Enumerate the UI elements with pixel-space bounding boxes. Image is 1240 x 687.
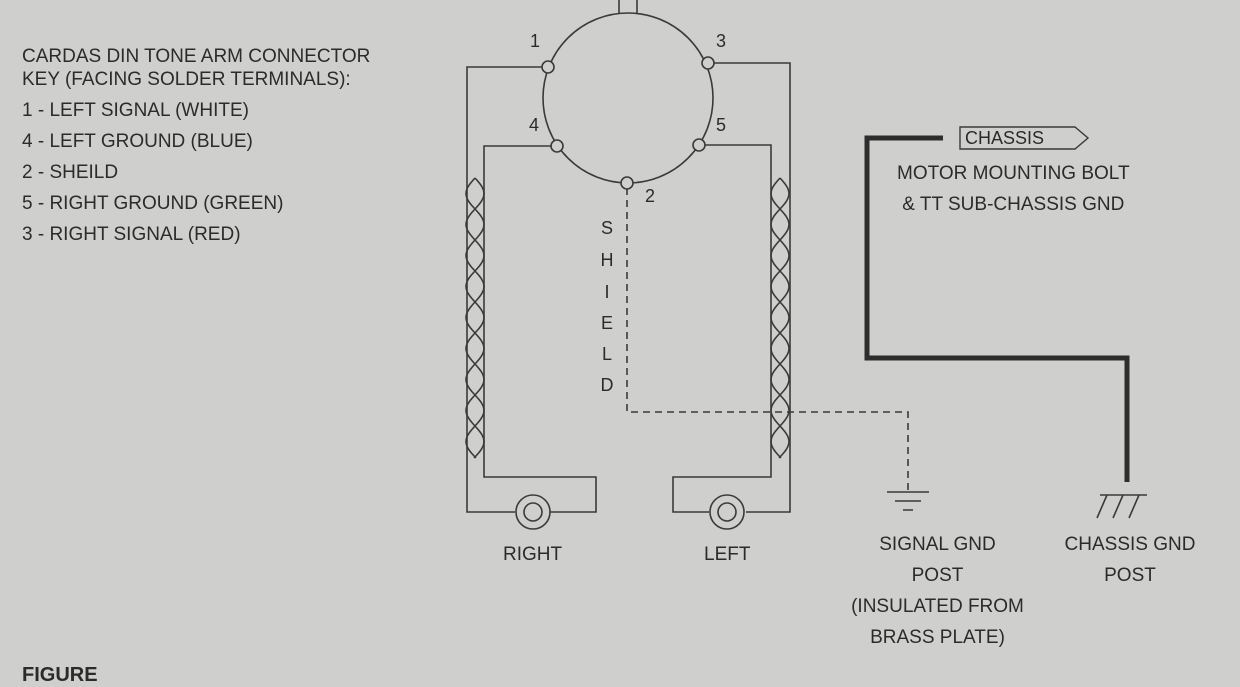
signal-gnd-line-4: BRASS PLATE) xyxy=(870,627,1005,648)
pin-4-label: 4 xyxy=(529,115,540,135)
key-line-2: KEY (FACING SOLDER TERMINALS): xyxy=(22,69,351,90)
signal-gnd-line-2: POST xyxy=(911,565,964,586)
key-line-6: 5 - RIGHT GROUND (GREEN) xyxy=(22,193,284,214)
pin-2-terminal xyxy=(620,176,634,190)
motor-label-line-1: MOTOR MOUNTING BOLT xyxy=(897,163,1130,184)
right-jack-label: RIGHT xyxy=(503,544,563,565)
lead-pin5-right-ground xyxy=(672,144,772,513)
shield-letter-s: S xyxy=(600,218,613,238)
signal-ground-symbol xyxy=(887,491,929,511)
chassis-tag-outline xyxy=(959,126,1090,150)
chassis-gnd-line-1: CHASSIS GND xyxy=(1064,534,1196,555)
twist-left-b xyxy=(465,177,485,459)
pin-5-terminal xyxy=(692,138,706,152)
right-jack-outer xyxy=(515,494,551,530)
key-line-3: 1 - LEFT SIGNAL (WHITE) xyxy=(22,100,249,121)
lead-pin3-right-signal xyxy=(708,62,791,513)
shield-drain-wire xyxy=(626,188,909,490)
pin-3-label: 3 xyxy=(716,31,727,51)
key-line-5: 2 - SHEILD xyxy=(22,162,119,183)
connector-cable-stub xyxy=(618,0,638,13)
motor-mount-label: MOTOR MOUNTING BOLT & TT SUB-CHASSIS GND xyxy=(897,162,1130,216)
twist-left-a xyxy=(465,177,485,459)
shield-letter-l: L xyxy=(601,344,612,364)
chassis-gnd-line-2: POST xyxy=(1104,565,1156,586)
shield-letter-h: H xyxy=(600,250,614,270)
key-line-1: CARDAS DIN TONE ARM CONNECTOR xyxy=(22,46,371,67)
pin-4-terminal xyxy=(550,139,564,153)
shield-letter-i: I xyxy=(604,282,610,302)
twist-right-a xyxy=(770,177,790,459)
pin-3-terminal xyxy=(701,56,715,70)
shield-letter-e: E xyxy=(600,313,613,333)
chassis-tag-label: CHASSIS xyxy=(965,128,1045,148)
signal-gnd-line-1: SIGNAL GND xyxy=(879,534,996,555)
key-line-7: 3 - RIGHT SIGNAL (RED) xyxy=(22,224,241,245)
left-jack-outer xyxy=(709,494,745,530)
figure-caption: FIGURE xyxy=(22,664,98,686)
chassis-gnd-label: CHASSIS GND POST xyxy=(1040,533,1220,587)
signal-gnd-label: SIGNAL GND POST (INSULATED FROM BRASS PL… xyxy=(830,533,1045,649)
signal-gnd-line-3: (INSULATED FROM xyxy=(851,596,1024,617)
chassis-ground-wire xyxy=(864,135,1130,482)
lead-pin4-left-ground xyxy=(483,145,597,513)
left-jack-label: LEFT xyxy=(704,544,751,565)
shield-letter-d: D xyxy=(600,375,614,395)
pin-2-label: 2 xyxy=(645,186,656,206)
key-line-4: 4 - LEFT GROUND (BLUE) xyxy=(22,131,253,152)
motor-label-line-2: & TT SUB-CHASSIS GND xyxy=(902,194,1125,215)
right-jack-inner xyxy=(523,502,543,522)
pin-1-label: 1 xyxy=(530,31,541,51)
pin-5-label: 5 xyxy=(716,115,727,135)
pin-1-terminal xyxy=(541,60,555,74)
twist-right-b xyxy=(770,177,790,459)
chassis-ground-symbol xyxy=(1096,494,1147,519)
connector-key: CARDAS DIN TONE ARM CONNECTOR KEY (FACIN… xyxy=(22,45,370,246)
din-connector-body xyxy=(542,12,714,184)
left-jack-inner xyxy=(717,502,737,522)
